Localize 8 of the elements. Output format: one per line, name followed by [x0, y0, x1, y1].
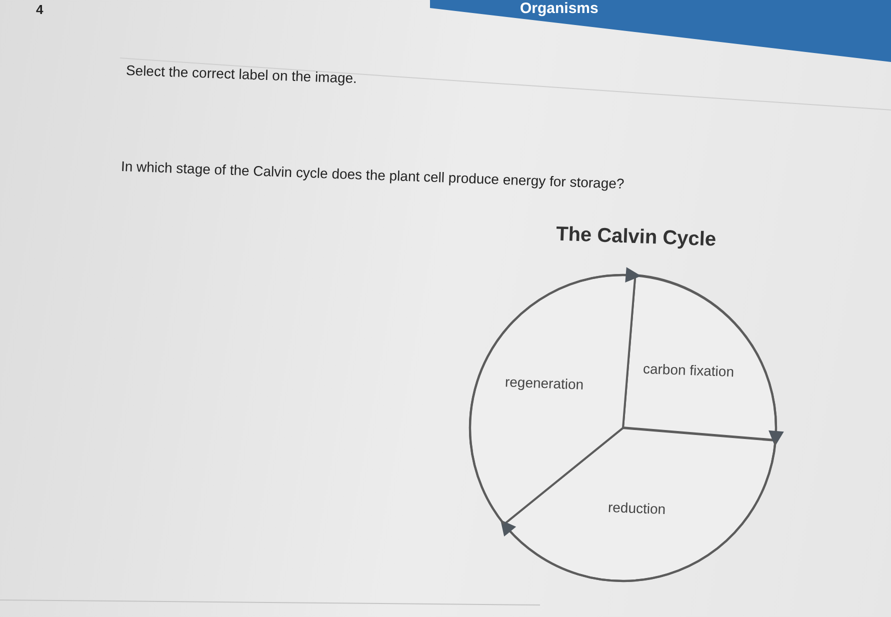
sector-label: regeneration — [504, 374, 584, 392]
question-text: In which stage of the Calvin cycle does the plant cell produce energy for storage? — [120, 158, 624, 192]
diagram-title: The Calvin Cycle — [556, 223, 716, 252]
question-number: 4 — [36, 2, 44, 17]
sector-label: carbon fixation — [642, 360, 734, 380]
instruction-text: Select the correct label on the image. — [126, 62, 358, 86]
header-title: Organisms — [520, 0, 598, 17]
sector-label: reduction — [608, 499, 666, 517]
